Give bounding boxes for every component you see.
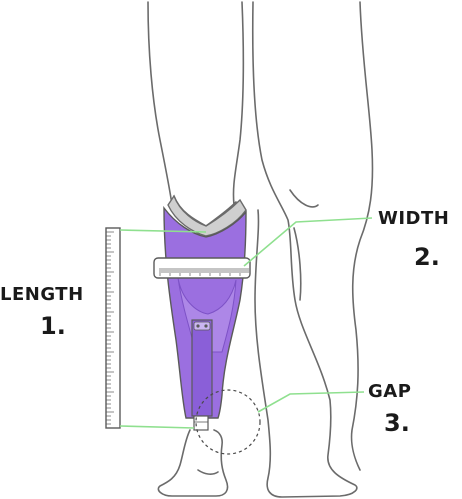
width-label: WIDTH <box>378 208 449 229</box>
gap-callout-line <box>257 391 365 413</box>
width-number: 2. <box>414 243 440 271</box>
length-label: LENGTH <box>0 284 84 305</box>
gap-label: GAP <box>368 381 411 402</box>
callout-lines <box>119 217 373 429</box>
gap-number: 3. <box>384 409 410 437</box>
width-callout-line <box>243 217 373 267</box>
dashed-circle-icon <box>195 389 261 455</box>
measuring-tape-icon <box>153 257 251 279</box>
length-number: 1. <box>40 312 66 340</box>
ruler-icon <box>105 227 121 429</box>
right-leg <box>251 1 374 498</box>
length-callout-line-bottom <box>119 425 195 429</box>
length-callout-line <box>119 229 207 233</box>
prosthetic-socket <box>163 205 247 431</box>
